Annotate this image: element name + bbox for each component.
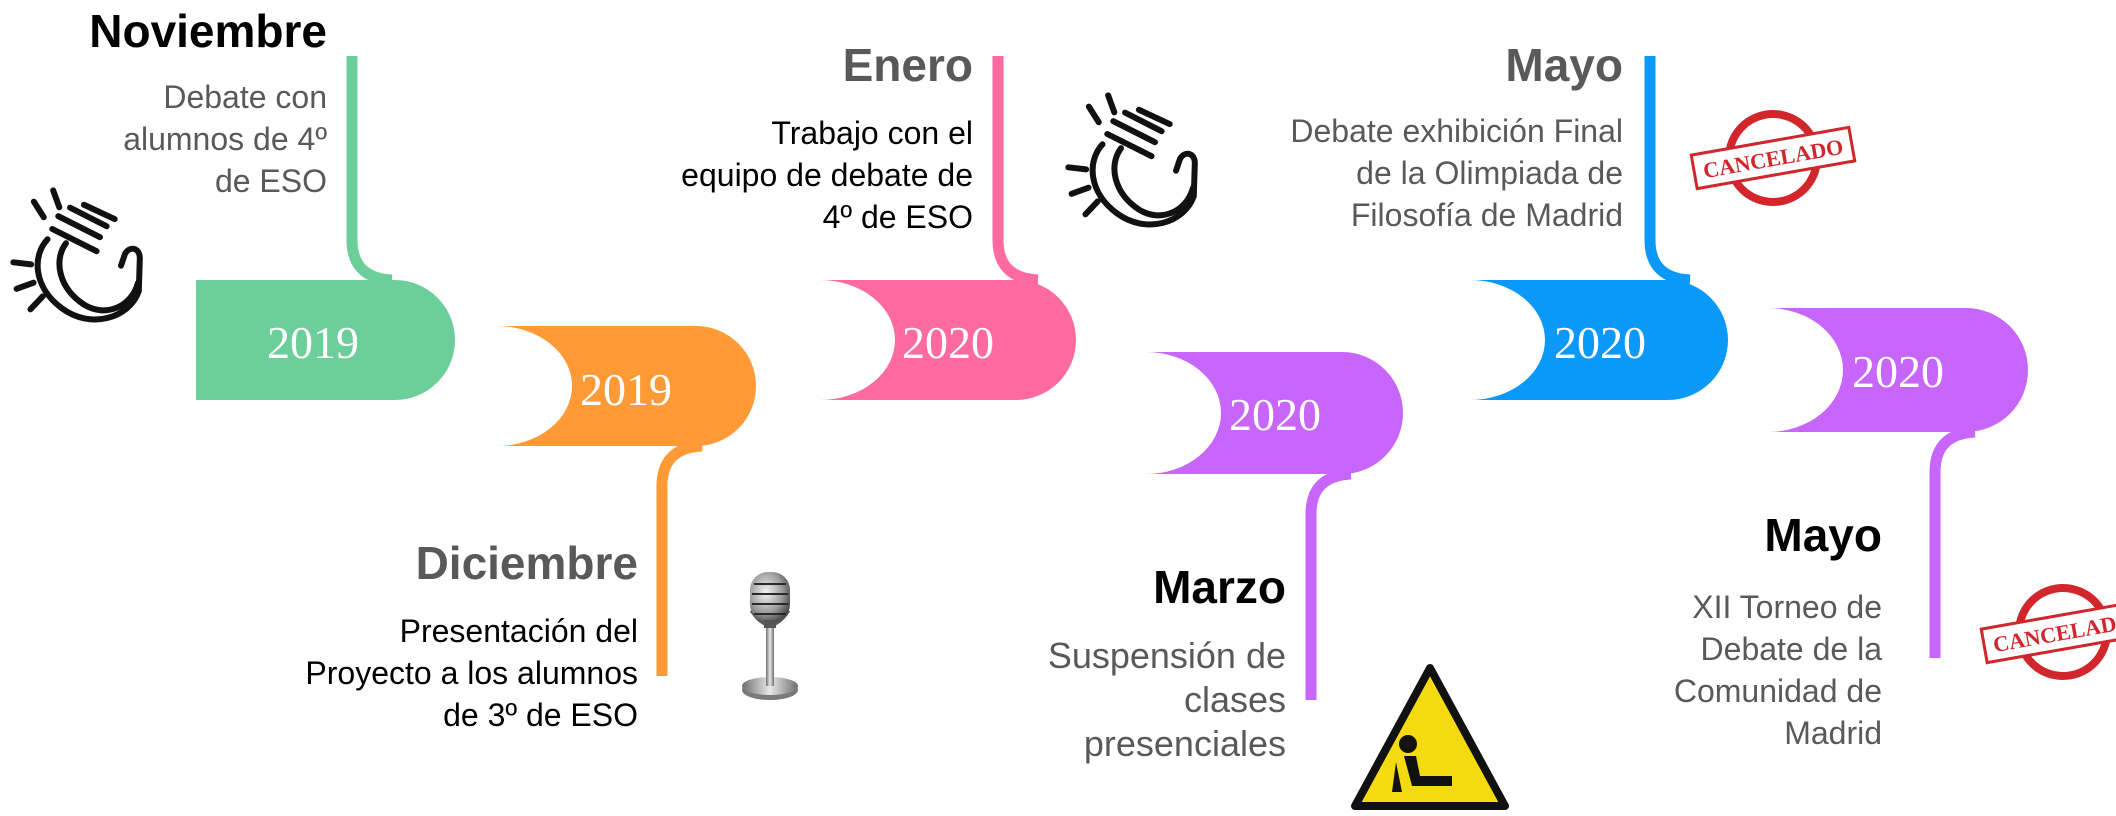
description-line: Madrid (1784, 715, 1882, 751)
year-banner-4 (1146, 352, 1403, 474)
description-line: Debate de la (1700, 631, 1882, 667)
year-label-3: 2020 (902, 317, 994, 368)
connector-line-4 (1305, 468, 1352, 700)
month-title-3: Enero (842, 39, 973, 91)
description-line: Presentación del (399, 613, 638, 649)
description-line: Debate exhibición Final (1290, 113, 1623, 149)
year-label-2: 2019 (580, 364, 672, 415)
clapping-hands-icon (10, 187, 143, 323)
cancelado-stamp-icon: CANCELADO (1979, 584, 2116, 680)
description-line: XII Torneo de (1692, 589, 1882, 625)
month-title-1: Noviembre (89, 5, 327, 57)
year-label-6: 2020 (1852, 346, 1944, 397)
year-label-4: 2020 (1229, 389, 1321, 440)
year-banner-6 (1768, 308, 2028, 432)
description-line: alumnos de 4º (123, 121, 327, 157)
milestone-3: 2020 (820, 56, 1076, 400)
year-banner-2 (497, 326, 756, 446)
milestone-4: 2020 (1146, 352, 1403, 700)
description-line: de 3º de ESO (443, 697, 638, 733)
description-line: Filosofía de Madrid (1350, 197, 1623, 233)
description-line: de la Olimpiada de (1356, 155, 1623, 191)
connector-line-2 (656, 440, 703, 676)
month-title-2: Diciembre (415, 537, 638, 589)
description-line: Proyecto a los alumnos (305, 655, 638, 691)
year-banner-5 (1470, 280, 1728, 400)
description-line: Debate con (163, 79, 327, 115)
description-line: Trabajo con el (771, 115, 973, 151)
warning-sign-icon (1351, 664, 1509, 810)
milestone-description-6: XII Torneo de Debate de la Comunidad de … (1674, 586, 1882, 754)
description-line: clases (1183, 679, 1286, 720)
milestone-description-5: Debate exhibición Final de la Olimpiada … (1290, 110, 1623, 236)
microphone-icon (742, 572, 798, 700)
milestone-description-3: Trabajo con el equipo de debate de 4º de… (681, 112, 973, 238)
description-line: de ESO (214, 163, 327, 199)
description-line: equipo de debate de (681, 157, 973, 193)
year-banner-1 (196, 280, 455, 400)
milestone-5: 2020 (1470, 56, 1728, 400)
description-line: Suspensión de (1047, 635, 1286, 676)
connector-line-6 (1929, 426, 1976, 658)
description-line: presenciales (1083, 723, 1286, 764)
milestone-1: 2019 (196, 56, 455, 400)
month-title-6: Mayo (1764, 509, 1882, 561)
description-line: Comunidad de (1673, 673, 1882, 709)
month-title-5: Mayo (1505, 39, 1623, 91)
clapping-hands-icon (1065, 92, 1198, 228)
milestone-description-4: Suspensión de clases presenciales (1048, 634, 1286, 766)
milestone-6: 2020 (1768, 308, 2028, 658)
connector-line-1 (346, 56, 393, 286)
month-title-4: Marzo (1153, 561, 1286, 613)
milestone-description-2: Presentación del Proyecto a los alumnos … (305, 610, 638, 736)
connector-line-5 (1644, 56, 1691, 286)
milestone-2: 2019 (497, 326, 756, 676)
milestone-description-1: Debate con alumnos de 4º de ESO (123, 76, 327, 202)
year-label-1: 2019 (267, 317, 359, 368)
description-line: 4º de ESO (822, 199, 973, 235)
year-label-5: 2020 (1554, 317, 1646, 368)
connector-line-3 (992, 56, 1039, 286)
year-banner-3 (820, 280, 1076, 400)
cancelado-stamp-icon: CANCELADO (1689, 110, 1857, 206)
